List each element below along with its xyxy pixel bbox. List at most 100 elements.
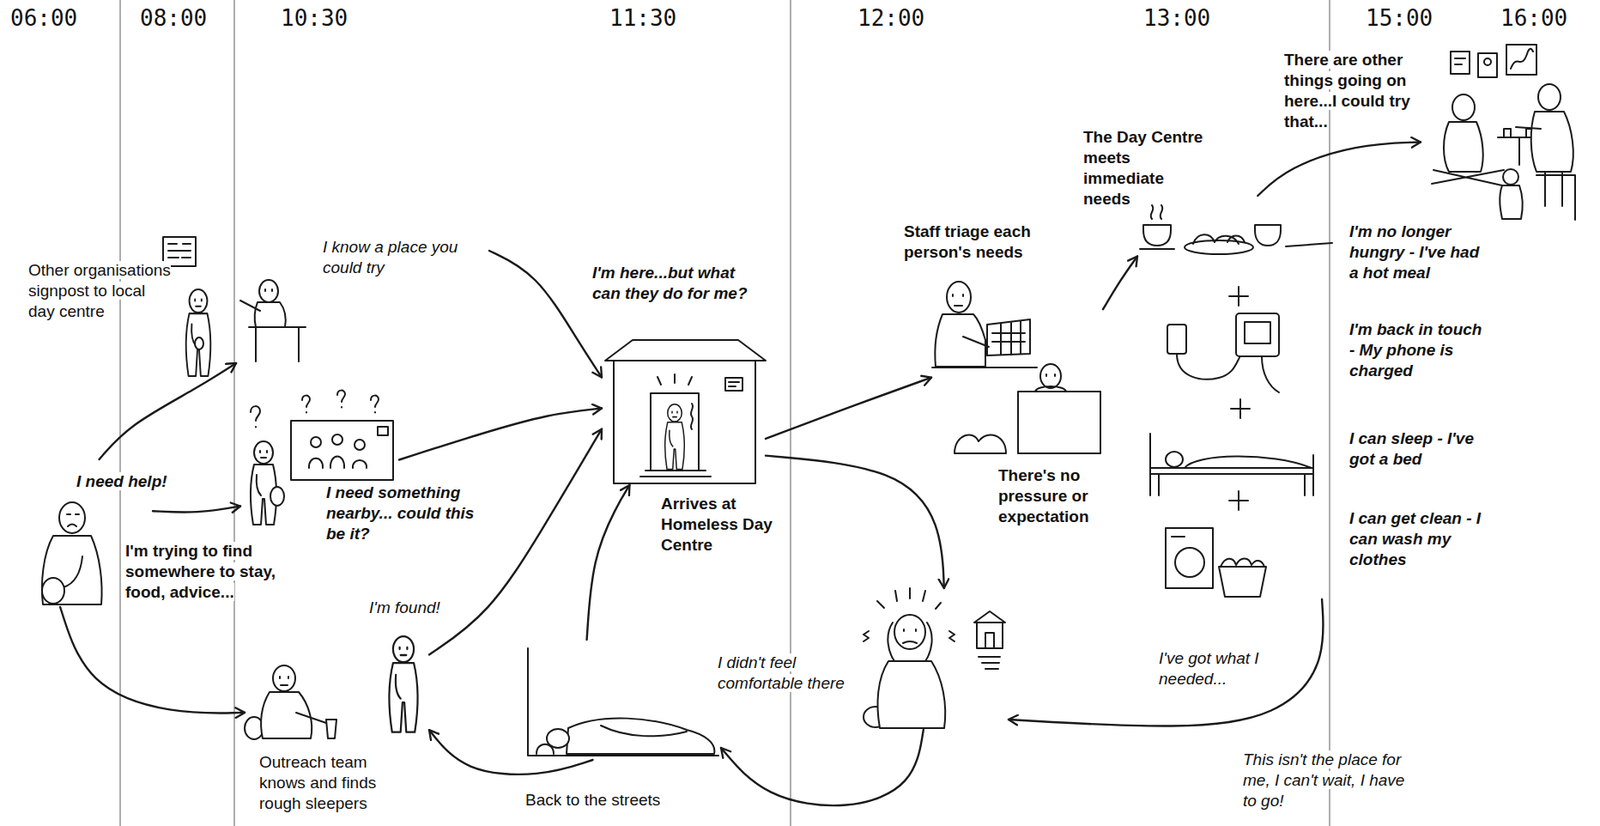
activities-scene [1538, 84, 1561, 110]
timeline-divider [119, 0, 121, 826]
time-label: 13:00 [1143, 5, 1211, 31]
triage-scene [1018, 391, 1101, 454]
searching-scene [332, 434, 343, 445]
searching-scene [309, 458, 323, 468]
edge-label-text: I've got what I needed... [1158, 648, 1260, 688]
person-seeking-help [42, 502, 103, 605]
activities-scene [1510, 48, 1534, 69]
time-text: 08:00 [139, 5, 207, 31]
scene-text: Back to the streets [525, 790, 661, 809]
searching-scene [302, 390, 379, 413]
text-block: The Day Centre meets immediate needs [1083, 127, 1204, 210]
flow-arrow [721, 729, 924, 806]
connector-group [60, 142, 1421, 807]
scene-text: I'm here...but what can they do for me? [592, 263, 748, 303]
person-figure [250, 441, 277, 525]
activities-scene [1506, 44, 1537, 75]
day-centre-building [650, 393, 699, 471]
signpost-scene [168, 243, 191, 258]
text-block: There's no pressure or expectation [998, 465, 1119, 528]
flow-arrow [765, 455, 945, 588]
triage-scene [934, 314, 986, 367]
time-text: 10:30 [280, 5, 348, 31]
scene-text: I'm no longer hungry - I've had a hot me… [1349, 222, 1479, 282]
day-centre-building [690, 403, 693, 430]
flow-arrow [1103, 256, 1138, 310]
searching-scene [330, 456, 345, 469]
person-figure [186, 289, 211, 376]
searching-scene [250, 406, 261, 427]
outreach-scene [296, 712, 327, 723]
day-centre-building [657, 374, 692, 385]
signpost-scene [265, 289, 273, 291]
flow-arrow [1257, 142, 1421, 197]
text-block: This isn't the place for me, I can't wai… [1242, 749, 1407, 812]
activities-scene [1431, 169, 1504, 186]
scene-node: This isn't the place for me, I can't wai… [871, 587, 1009, 730]
time-label: 11:30 [609, 5, 677, 31]
scene-text: I'm back in touch - My phone is charged [1349, 320, 1482, 380]
flow-arrow [152, 506, 241, 513]
signpost-scene [163, 236, 306, 376]
scene-text: This isn't the place for me, I can't wai… [1242, 750, 1405, 810]
immediate-needs [1143, 224, 1171, 246]
scene-text: Arrives at Homeless Day Centre [660, 494, 773, 554]
time-label: 10:30 [280, 5, 348, 31]
text-block: I'm found! [369, 597, 473, 619]
immediate-needs [1171, 535, 1185, 538]
flow-arrow [99, 363, 237, 460]
searching-scene [352, 460, 367, 468]
day-centre-building [613, 360, 756, 484]
text-block: Other organisations signpost to local da… [28, 260, 176, 322]
person-figure [389, 636, 419, 733]
text-block: Outreach team knows and finds rough slee… [259, 751, 407, 814]
text-block: I can sleep - I've got a bed [1349, 428, 1491, 470]
triage-scene [932, 366, 1037, 369]
text-block: I'm here...but what can they do for me? [592, 262, 760, 304]
immediate-needs [1165, 527, 1213, 588]
distressed-person [985, 632, 994, 649]
immediate-needs [1139, 248, 1175, 250]
text-block: I can get clean - I can wash my clothes [1349, 508, 1491, 570]
immediate-needs [1150, 433, 1314, 496]
rough-sleeper [600, 725, 687, 736]
activities-scene [1536, 171, 1576, 220]
text-block: There are other things going on here...I… [1284, 49, 1432, 133]
day-centre-building [728, 381, 740, 387]
scene-text: I can sleep - I've got a bed [1349, 429, 1474, 468]
person-seeking-help [42, 577, 65, 604]
distressed-person [863, 587, 1006, 728]
rough-sleeper [527, 648, 719, 756]
scene-text: The Day Centre meets immediate needs [1083, 127, 1203, 208]
activities-scene [1503, 169, 1519, 185]
scene-node: I need something nearby... could this be… [240, 399, 400, 528]
activities-scene [1431, 44, 1576, 220]
person-seeking-help [66, 514, 79, 527]
immediate-needs [1193, 234, 1245, 244]
immediate-needs [1285, 242, 1333, 247]
scene-text: Other organisations signpost to local da… [28, 260, 171, 321]
immediate-needs [1151, 205, 1164, 219]
edge-label-text: I didn't feel comfortable there [717, 653, 845, 692]
text-block: I'm no longer hungry - I've had a hot me… [1349, 221, 1491, 284]
person-figure [665, 404, 685, 470]
text-block: I need help! [76, 471, 223, 492]
outreach-scene [326, 719, 337, 739]
flow-arrow [489, 250, 602, 377]
searching-scene [290, 420, 394, 480]
time-text: 12:00 [857, 5, 925, 31]
scene-text: I can get clean - I can wash my clothes [1349, 509, 1481, 569]
searching-scene [310, 436, 322, 448]
flow-arrow [587, 484, 631, 640]
edge-label: I've got what I needed... [1158, 648, 1288, 690]
activities-scene [1450, 51, 1470, 74]
immediate-needs [1167, 324, 1187, 354]
time-text: 15:00 [1365, 5, 1433, 31]
scene-text: I'm trying to find somewhere to stay, fo… [125, 541, 276, 601]
activities-scene [1478, 53, 1497, 78]
immediate-needs [1175, 547, 1205, 577]
triage-scene [952, 294, 964, 306]
time-label: 06:00 [10, 5, 78, 31]
